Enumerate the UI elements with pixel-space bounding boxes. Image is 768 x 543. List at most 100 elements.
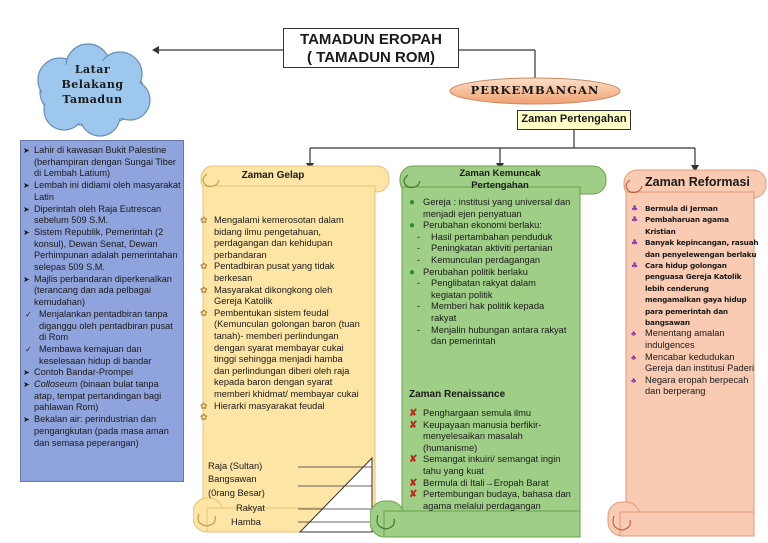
kemuncak-subitem-text: Menjalin hubungan antara rakyat dan peme…: [431, 324, 567, 347]
cross-bullet-icon: ✘: [409, 489, 418, 501]
reformasi-item-text: Negara eropah berpecah dan berperang: [645, 374, 749, 397]
bullet-icon: ➤: [23, 227, 30, 237]
kemuncak-subitem-text: Peningkatan aktiviti pertanian: [431, 243, 553, 254]
globe-bullet-icon: ●: [409, 220, 416, 232]
flower-bullet-icon: ✿: [200, 412, 208, 423]
dash-bullet-icon: -: [417, 301, 421, 312]
reformasi-list: ♣Bermula di Jerman♣Pembaharuan agama Kri…: [631, 203, 761, 398]
latar-item-italic: Colloseum: [34, 379, 78, 390]
hierarchy-level-1: Raja (Sultan): [208, 461, 263, 471]
kemuncak-scroll: [370, 165, 607, 538]
renaissance-item-text: Penghargaan semula ilmu: [423, 408, 532, 418]
reformasi-title: Zaman Reformasi: [645, 175, 750, 189]
kemuncak-item: ● Perubahan ekonomi berlaku:: [409, 220, 571, 232]
perkembangan-ellipse: [449, 77, 621, 105]
cross-bullet-icon: ✘: [409, 477, 418, 489]
kemuncak-title-1: Zaman Kemuncak: [459, 168, 541, 179]
reformasi-item: ♣ Banyak kepincangan, rasuah dan penyelew…: [631, 237, 761, 260]
latar-item-text: Membawa kemajuan dan keselesaan hidup di…: [39, 343, 152, 366]
latar-item-text: Majlis perbandaran diperkenalkan (teranc…: [34, 273, 172, 308]
bullet-icon: ➤: [23, 368, 30, 378]
renaissance-item: ✘Penghargaan semula ilmu: [409, 408, 575, 420]
gelap-scroll: [193, 165, 390, 533]
bullet-icon: ➤: [23, 181, 30, 191]
hierarchy-level-3: Rakyat: [236, 503, 265, 513]
bullet-icon: ✓: [25, 309, 32, 319]
reformasi-item-text: Banyak kepincangan, rasuah dan penyelewe…: [645, 238, 759, 259]
bell-bullet-icon: ♣: [631, 238, 638, 248]
dash-bullet-icon: -: [417, 254, 421, 265]
latar-item: ➤ Lembah ini didiami oleh masyarakat Lati…: [21, 180, 181, 203]
reformasi-item-text: Mencabar kedudukan Gereja dan institusi …: [645, 351, 755, 374]
gelap-item: ✿Mengalami kemerosotan dalam bidang ilmu…: [200, 215, 360, 261]
bullet-icon: ➤: [23, 146, 30, 155]
kemuncak-item: ● Gereja : institusi yang universal dan m…: [409, 197, 571, 220]
flower-bullet-icon: ✿: [200, 400, 208, 411]
reformasi-item: ♣ Menentang amalan indulgences: [631, 328, 761, 351]
perkembangan-banner: PERKEMBANGAN: [448, 76, 622, 106]
latar-item-text: Lahir di kawasan Bukit Palestine (berham…: [34, 145, 176, 179]
gelap-item-text: Mengalami kemerosotan dalam bidang ilmu …: [214, 215, 344, 260]
dash-bullet-icon: -: [417, 324, 421, 335]
renaissance-item: ✘ Bermula di Itali→Eropah Barat: [409, 478, 575, 490]
latar-cloud: Latar Belakang Tamadun: [30, 40, 155, 140]
hierarchy-triangle: [298, 456, 373, 533]
perkembangan-label: PERKEMBANGAN: [470, 83, 600, 97]
kemuncak-list: ● Gereja : institusi yang universal dan m…: [409, 197, 571, 348]
latar-item-text: Bekalan air: perindustrian dan pengangku…: [34, 414, 169, 448]
kemuncak-subitem: -Memberi hak politik kepada rakyat: [409, 301, 571, 324]
renaissance-item: ✘Semangat inkuiri/ semangat ingin tahu y…: [409, 454, 575, 477]
kemuncak-item: ●Perubahan politik berlaku: [409, 267, 571, 279]
cross-bullet-icon: ✘: [409, 454, 418, 466]
gelap-item-text: Masyarakat dikongkong oleh Gereja Katoli…: [214, 284, 333, 307]
cloud-line-1: Latar: [74, 63, 111, 76]
bell-bullet-icon: ♣: [631, 352, 637, 362]
reformasi-item: ♣Bermula di Jerman: [631, 203, 761, 214]
hierarchy-level-4: Hamba: [231, 517, 261, 527]
renaissance-item-text: Pertembungan budaya, bahasa dan agama me…: [423, 489, 571, 511]
bell-bullet-icon: ♣: [631, 215, 638, 225]
title-line-1: TAMADUN EROPAH: [300, 31, 442, 48]
latar-item-text: Menjalankan pentadbiran tanpa diganggu o…: [39, 308, 173, 343]
kemuncak-subitem: -Penglibatan rakyat dalam kegiatan polit…: [409, 278, 571, 301]
gelap-item: ✿ Masyarakat dikongkong oleh Gereja Katol…: [200, 285, 360, 308]
bell-bullet-icon: ♣: [631, 329, 637, 339]
latar-list: ➤ Lahir di kawasan Bukit Palestine (berha…: [21, 141, 183, 449]
reformasi-item-text: Bermula di Jerman: [645, 204, 718, 213]
reformasi-item-text: Pembaharuan agama Kristian: [645, 215, 729, 236]
flower-bullet-icon: ✿: [200, 284, 208, 295]
hierarchy-level-2b: (0rang Besar): [208, 488, 265, 498]
kemuncak-title-2: Pertengahan: [471, 180, 529, 191]
kemuncak-subitem-text: Memberi hak politik kepada rakyat: [431, 301, 545, 323]
renaissance-item-text: Keupayaan manusia berfikir-menyelesaikan…: [423, 419, 542, 453]
reformasi-item-text: Cara hidup golongan penguasa Gereja Kato…: [645, 261, 747, 328]
bullet-icon: ➤: [23, 204, 30, 214]
bullet-icon: ✓: [25, 344, 32, 354]
kemuncak-item-text: Gereja : institusi yang universal dan me…: [423, 197, 571, 219]
page-title: TAMADUN EROPAH ( TAMADUN ROM): [283, 28, 459, 68]
reformasi-item: ♣ Mencabar kedudukan Gereja dan institusi…: [631, 352, 761, 375]
latar-item-text: Contoh Bandar-Prompei: [34, 367, 134, 378]
kemuncak-item-text: Perubahan ekonomi berlaku:: [423, 220, 542, 231]
renaissance-item-text: Bermula di Itali→Eropah Barat: [423, 477, 549, 488]
globe-bullet-icon: ●: [409, 197, 416, 208]
gelap-title: Zaman Gelap: [241, 170, 305, 181]
dash-bullet-icon: -: [417, 278, 421, 289]
kemuncak-item-text: Perubahan politik berlaku: [423, 266, 528, 277]
latar-item-text: Diperintah oleh Raja Eutrescan sebelum 5…: [34, 203, 162, 226]
latar-item-text: Sistem Republik, Pemerintah (2 konsul), …: [34, 226, 178, 273]
bullet-icon: ➤: [23, 274, 30, 284]
gelap-item: ✿Hierarki masyarakat feudal: [200, 401, 360, 413]
gelap-item-text: Pembentukan sistem feudal (Kemunculan go…: [214, 307, 360, 399]
latar-item: ➤ Sistem Republik, Pemerintah (2 konsul),…: [21, 227, 181, 274]
latar-item: ➤ Lahir di kawasan Bukit Palestine (berha…: [21, 145, 181, 180]
latar-item: ➤ Diperintah oleh Raja Eutrescan sebelum …: [21, 204, 181, 227]
renaissance-list: ✘Penghargaan semula ilmu✘Keupayaan manus…: [409, 408, 575, 512]
cross-bullet-icon: ✘: [409, 419, 418, 431]
title-line-2: ( TAMADUN ROM): [306, 49, 436, 66]
latar-item-text: Lembah ini didiami oleh masyarakat Latin: [34, 180, 181, 202]
kemuncak-subitem: -Hasil pertambahan penduduk: [409, 232, 571, 244]
reformasi-item-text: Menentang amalan indulgences: [645, 328, 725, 351]
cloud-shape: [37, 43, 151, 137]
flower-bullet-icon: ✿: [200, 307, 208, 318]
